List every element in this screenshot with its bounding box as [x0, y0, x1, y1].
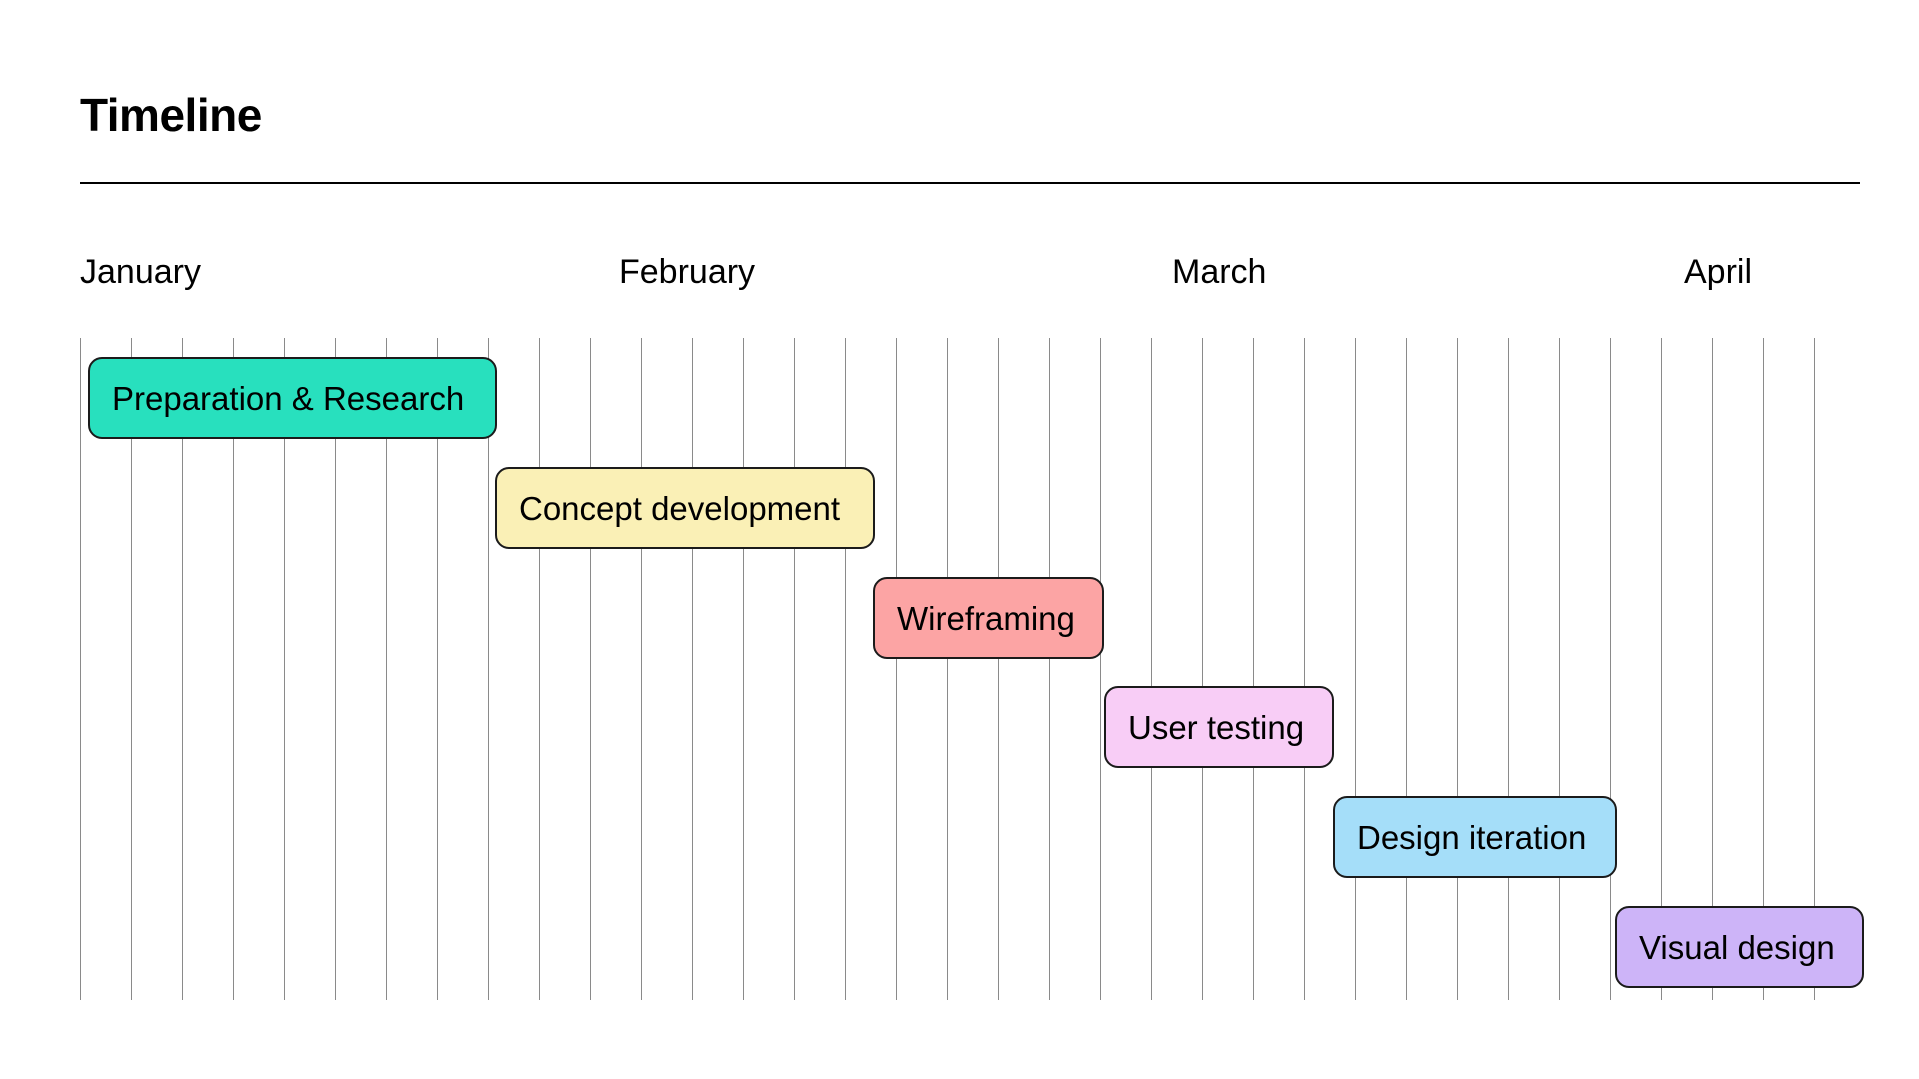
grid-line [284, 338, 285, 1000]
grid-line [539, 338, 540, 1000]
grid-line [1202, 338, 1203, 1000]
grid-line [1304, 338, 1305, 1000]
grid-line [1457, 338, 1458, 1000]
title-divider [80, 182, 1860, 184]
task-bar[interactable]: Visual design [1615, 906, 1864, 988]
grid-line [1151, 338, 1152, 1000]
grid-line [386, 338, 387, 1000]
grid-line [1406, 338, 1407, 1000]
grid-line [1763, 338, 1764, 1000]
grid-line [131, 338, 132, 1000]
task-bar[interactable]: Preparation & Research [88, 357, 497, 439]
task-bar[interactable]: Design iteration [1333, 796, 1617, 878]
grid-line [794, 338, 795, 1000]
task-bar-label: Concept development [519, 489, 841, 527]
month-label-march: March [1172, 253, 1267, 291]
task-bar[interactable]: Wireframing [873, 577, 1104, 659]
grid-line [1814, 338, 1815, 1000]
grid-line [947, 338, 948, 1000]
grid-line [1100, 338, 1101, 1000]
grid-line [80, 338, 81, 1000]
grid-line [233, 338, 234, 1000]
grid-line [1355, 338, 1356, 1000]
grid-line [1559, 338, 1560, 1000]
grid-line [845, 338, 846, 1000]
month-axis: January February March April [0, 255, 1919, 305]
grid-line [182, 338, 183, 1000]
task-bar-label: Design iteration [1357, 818, 1587, 856]
grid-line [692, 338, 693, 1000]
grid-line [1508, 338, 1509, 1000]
grid-line [1049, 338, 1050, 1000]
month-label-january: January [80, 253, 201, 291]
grid-line [1661, 338, 1662, 1000]
grid-line [590, 338, 591, 1000]
task-bar[interactable]: Concept development [495, 467, 875, 549]
task-bar[interactable]: User testing [1104, 686, 1334, 768]
task-bar-label: Preparation & Research [112, 379, 465, 417]
grid-line [488, 338, 489, 1000]
grid-line [896, 338, 897, 1000]
month-label-april: April [1684, 253, 1753, 291]
grid-line [998, 338, 999, 1000]
page-title: Timeline [80, 89, 262, 141]
grid-line [1610, 338, 1611, 1000]
grid-line [1253, 338, 1254, 1000]
grid-line [335, 338, 336, 1000]
grid-line [641, 338, 642, 1000]
task-bar-label: Wireframing [897, 599, 1075, 637]
grid-line [1712, 338, 1713, 1000]
task-bar-label: Visual design [1639, 928, 1835, 966]
grid-line [437, 338, 438, 1000]
grid-line [743, 338, 744, 1000]
timeline-grid [0, 338, 1919, 1000]
task-bar-label: User testing [1128, 708, 1305, 746]
month-label-february: February [619, 253, 756, 291]
